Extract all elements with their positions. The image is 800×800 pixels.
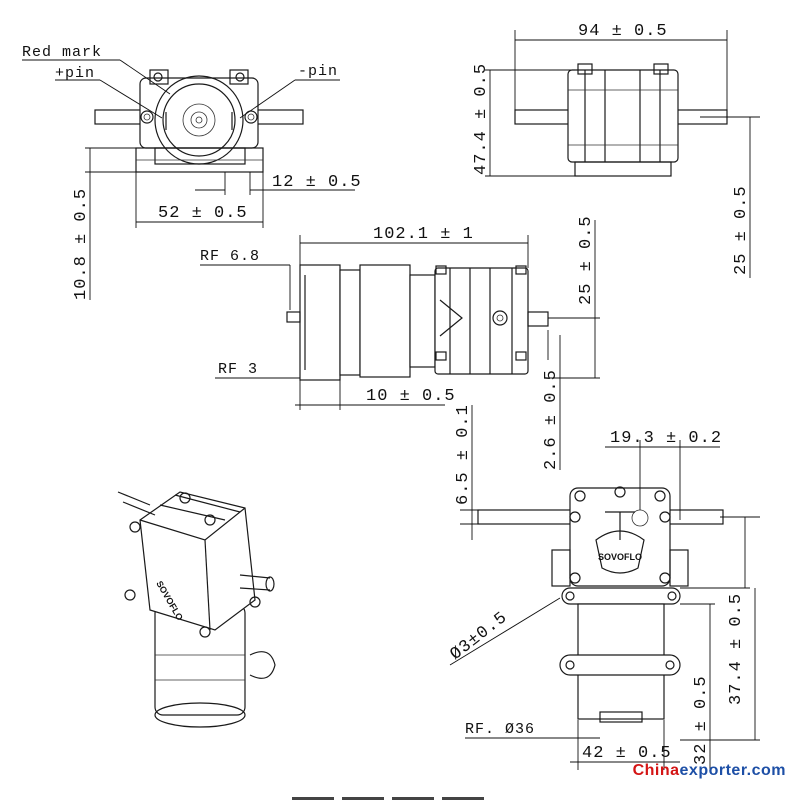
dim-102-1: 102.1 ± 1 <box>373 225 474 244</box>
dim-32: 32 ± 0.5 <box>692 675 711 765</box>
dim-10-8: 10.8 ± 0.5 <box>72 188 91 300</box>
dim-47-4: 47.4 ± 0.5 <box>472 63 491 175</box>
front-brand-label: SOVOFLO <box>598 552 642 562</box>
watermark: Chinaexporter.com <box>633 762 786 780</box>
dim-37-4: 37.4 ± 0.5 <box>727 593 746 705</box>
dim-12: 12 ± 0.5 <box>272 173 362 192</box>
dim-19-3: 19.3 ± 0.2 <box>610 429 722 448</box>
dim-10: 10 ± 0.5 <box>366 387 456 406</box>
isometric-view: SOVOFLO <box>117 491 276 728</box>
dim-42: 42 ± 0.5 <box>582 744 672 763</box>
rf-3-label: RF 3 <box>218 361 258 378</box>
rf-36-label: RF. Ø36 <box>465 721 535 738</box>
watermark-part1: China <box>632 762 680 779</box>
front-view-top-left <box>94 69 304 173</box>
dim-6-5: 6.5 ± 0.1 <box>454 404 473 505</box>
dim-94: 94 ± 0.5 <box>578 22 668 41</box>
middle-side-view <box>286 264 549 381</box>
plus-pin-label: +pin <box>55 65 95 82</box>
minus-pin-label: -pin <box>298 63 338 80</box>
dim-25-top: 25 ± 0.5 <box>732 185 751 275</box>
dim-52: 52 ± 0.5 <box>158 204 248 223</box>
front-view-bottom-right: SOVOFLO <box>477 486 724 723</box>
rf-6-8-label: RF 6.8 <box>200 248 260 265</box>
watermark-part2: exporter.com <box>679 762 786 779</box>
dim-25-mid: 25 ± 0.5 <box>577 215 596 305</box>
phi-3-label: Ø3±0.5 <box>447 608 512 664</box>
side-view-top-right <box>514 63 728 177</box>
dim-2-6: 2.6 ± 0.5 <box>542 369 561 470</box>
red-mark-label: Red mark <box>22 44 102 61</box>
